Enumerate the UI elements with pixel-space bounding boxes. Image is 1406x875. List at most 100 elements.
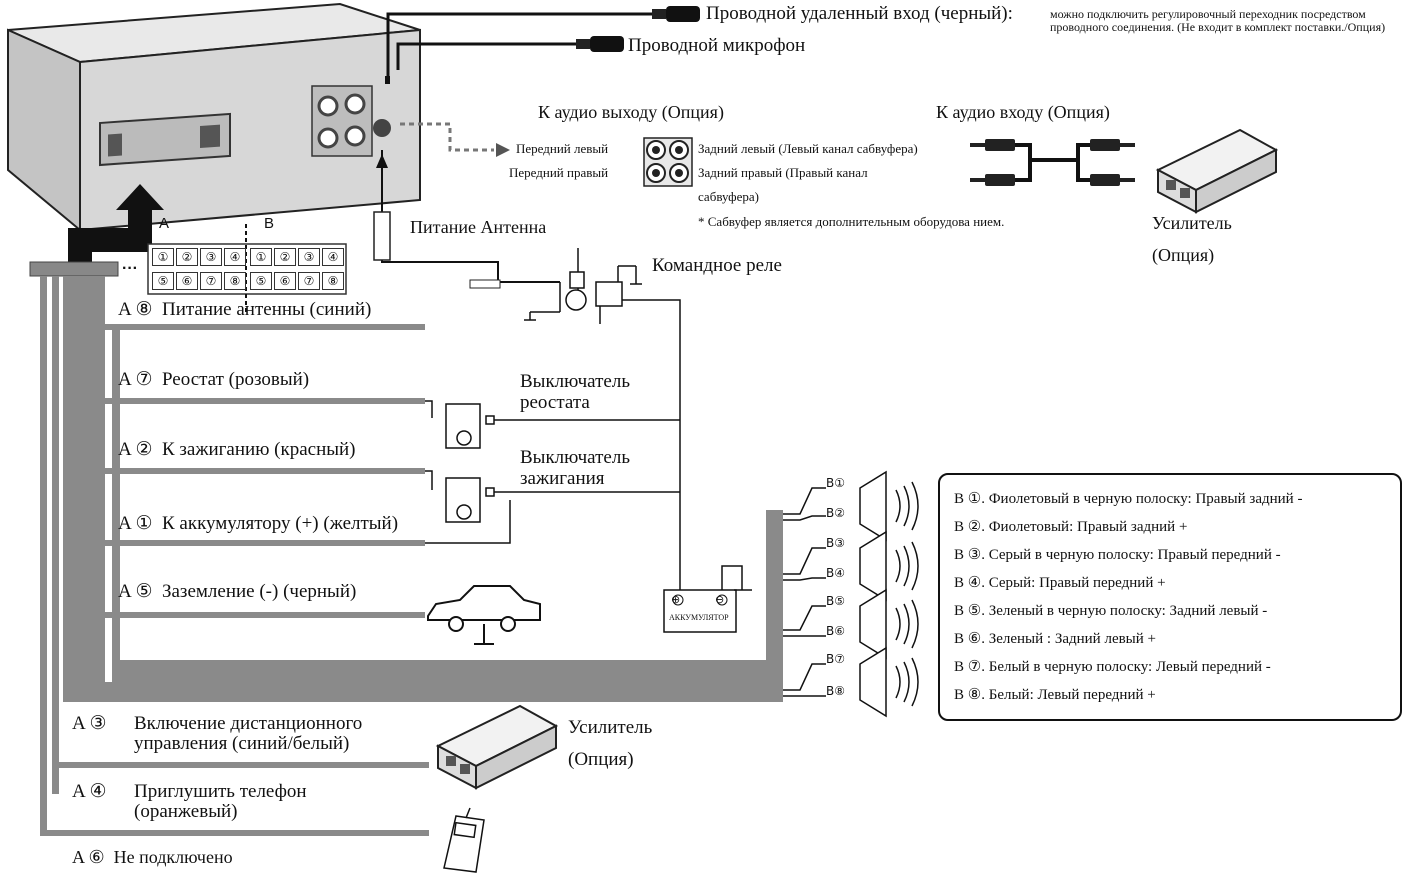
- legend-item: B ③. Серый в черную полоску: Правый пере…: [954, 547, 1281, 563]
- wire-a6-num: ⑥: [88, 847, 105, 868]
- amplifier-top-icon: [1155, 128, 1279, 214]
- wire-a4-num: ④: [89, 780, 107, 802]
- rheostat-switch-label-1: Выключатель: [520, 371, 631, 392]
- svg-text:···: ···: [122, 260, 138, 277]
- amplifier-bottom-icon: [435, 704, 559, 790]
- connector-pin: ②: [176, 248, 198, 266]
- harness-buses: [40, 276, 783, 836]
- phone-icon: [443, 807, 485, 873]
- remote-in-label: Проводной удаленный вход (черный):: [706, 3, 1013, 24]
- speaker-tag: B③: [826, 536, 845, 550]
- legend-item: B ④. Серый: Правый передний +: [954, 575, 1166, 591]
- wire-a1-prefix: A: [118, 513, 131, 534]
- connector-pin: ③: [298, 248, 320, 266]
- speaker-icons: [859, 470, 919, 718]
- connector-pin: ⑦: [298, 272, 320, 290]
- connector-pin: ④: [322, 248, 344, 266]
- speaker-wire-legend: B ①. Фиолетовый в черную полоску: Правый…: [938, 473, 1402, 721]
- head-unit: [7, 2, 421, 233]
- audio-out-dashed-line: [400, 122, 494, 152]
- connector-pin: ①: [152, 248, 174, 266]
- connector-pin: ⑤: [250, 272, 272, 290]
- legend-item: B ⑦. Белый в черную полоску: Левый перед…: [954, 659, 1271, 675]
- legend-item: B ⑧. Белый: Левый передний +: [954, 687, 1156, 703]
- legend-item: B ①. Фиолетовый в черную полоску: Правый…: [954, 491, 1303, 507]
- battery-label: АККУМУЛЯТОР: [669, 613, 729, 622]
- speaker-tag: B⑥: [826, 624, 845, 638]
- battery-icon: [663, 565, 752, 633]
- wire-a2-label: К зажиганию (красный): [161, 439, 356, 460]
- antenna-plug: [373, 211, 391, 261]
- audio-in-title: К аудио входу (Опция): [936, 102, 1110, 122]
- wire-a8-num: ⑧: [135, 298, 153, 320]
- audio-out-rear-right-1: Задний правый (Правый канал: [698, 165, 868, 180]
- connector-pin: ⑦: [200, 272, 222, 290]
- power-antenna-label: Питание Антенна: [410, 217, 547, 237]
- amplifier-bottom-label-2: (Опция): [568, 749, 634, 770]
- remote-in-plug: [652, 6, 700, 22]
- connector-pin: ①: [250, 248, 272, 266]
- speaker-tag: B①: [826, 476, 845, 490]
- wire-a1-label: К аккумулятору (+) (желтый): [161, 513, 399, 534]
- connector-label-a: A: [159, 215, 170, 232]
- antenna-motor: [524, 248, 587, 321]
- connector-pin: ④: [224, 248, 246, 266]
- wire-a6-prefix: A: [72, 847, 85, 867]
- car-icon: [427, 585, 541, 645]
- legend-item: B ⑥. Зеленый : Задний левый +: [954, 631, 1156, 647]
- wire-a2: A ② К зажиганию (красный): [118, 439, 356, 460]
- wire-a8: A ⑧ Питание антенны (синий): [118, 298, 372, 320]
- connector-pin: ⑧: [224, 272, 246, 290]
- wire-a8-label: Питание антенны (синий): [161, 299, 372, 320]
- rca-cable-assembly: [1015, 143, 1090, 182]
- speaker-tag: B⑧: [826, 684, 845, 698]
- ignition-switch-label-1: Выключатель: [520, 447, 631, 468]
- wire-a5-prefix: A: [118, 581, 131, 602]
- amplifier-top-label-2: (Опция): [1152, 245, 1215, 265]
- audio-out-jacks: [643, 137, 693, 187]
- battery-minus: ⊖: [715, 593, 725, 606]
- wire-a7: A ⑦ Реостат (розовый): [118, 368, 310, 390]
- top-cables: [386, 12, 652, 76]
- speaker-tag: B②: [826, 506, 845, 520]
- wire-a6: A ⑥ Не подключено: [72, 848, 233, 867]
- subwoofer-note: * Сабвуфер является дополнительным обору…: [698, 214, 1005, 229]
- wire-a4-prefix: A: [72, 781, 85, 802]
- wire-a3-label-2: управления (синий/белый): [134, 733, 350, 754]
- wire-a7-label: Реостат (розовый): [161, 369, 310, 390]
- connector-pin: ⑧: [322, 272, 344, 290]
- wire-a5-num: ⑤: [135, 580, 153, 602]
- wire-a3-prefix: A: [72, 713, 85, 734]
- speaker-tag: B⑦: [826, 652, 845, 666]
- wire-a2-prefix: A: [118, 439, 131, 460]
- rheostat-switch-label-2: реостата: [520, 392, 590, 413]
- rheostat-switch-icon: [425, 400, 680, 449]
- audio-out-front-left: Передний левый: [516, 141, 609, 156]
- connector-pin: ②: [274, 248, 296, 266]
- audio-out-rear-left: Задний левый (Левый канал сабвуфера): [698, 141, 918, 156]
- speaker-leads: [783, 487, 826, 697]
- connector-label-b: B: [264, 215, 275, 232]
- amplifier-top-label-1: Усилитель: [1152, 213, 1232, 233]
- iso-connector: [99, 112, 231, 167]
- audio-out-title: К аудио выходу (Опция): [538, 102, 724, 122]
- wire-a8-prefix: A: [118, 299, 131, 320]
- connector-pin: ③: [200, 248, 222, 266]
- ignition-switch-icon: [425, 470, 680, 544]
- wire-a1-num: ①: [135, 512, 153, 534]
- speaker-tag: B⑤: [826, 594, 845, 608]
- amplifier-bottom-label-1: Усилитель: [568, 717, 653, 738]
- remote-in-note: можно подключить регулировочный переходн…: [1050, 7, 1386, 35]
- wire-a3-label-1: Включение дистанционного: [134, 713, 363, 734]
- wire-a4-label-2: (оранжевый): [134, 801, 238, 822]
- wire-a4-label-1: Приглушить телефон: [134, 781, 307, 802]
- harness: ···: [29, 184, 164, 277]
- wire-a1: A ① К аккумулятору (+) (желтый): [118, 512, 399, 534]
- audio-out-front-right: Передний правый: [509, 165, 609, 180]
- wire-a7-num: ⑦: [135, 368, 153, 390]
- rca-plugs: [970, 139, 1135, 186]
- ignition-switch-label-2: зажигания: [520, 468, 605, 489]
- microphone-label: Проводной микрофон: [628, 35, 806, 56]
- connector-pin: ⑥: [176, 272, 198, 290]
